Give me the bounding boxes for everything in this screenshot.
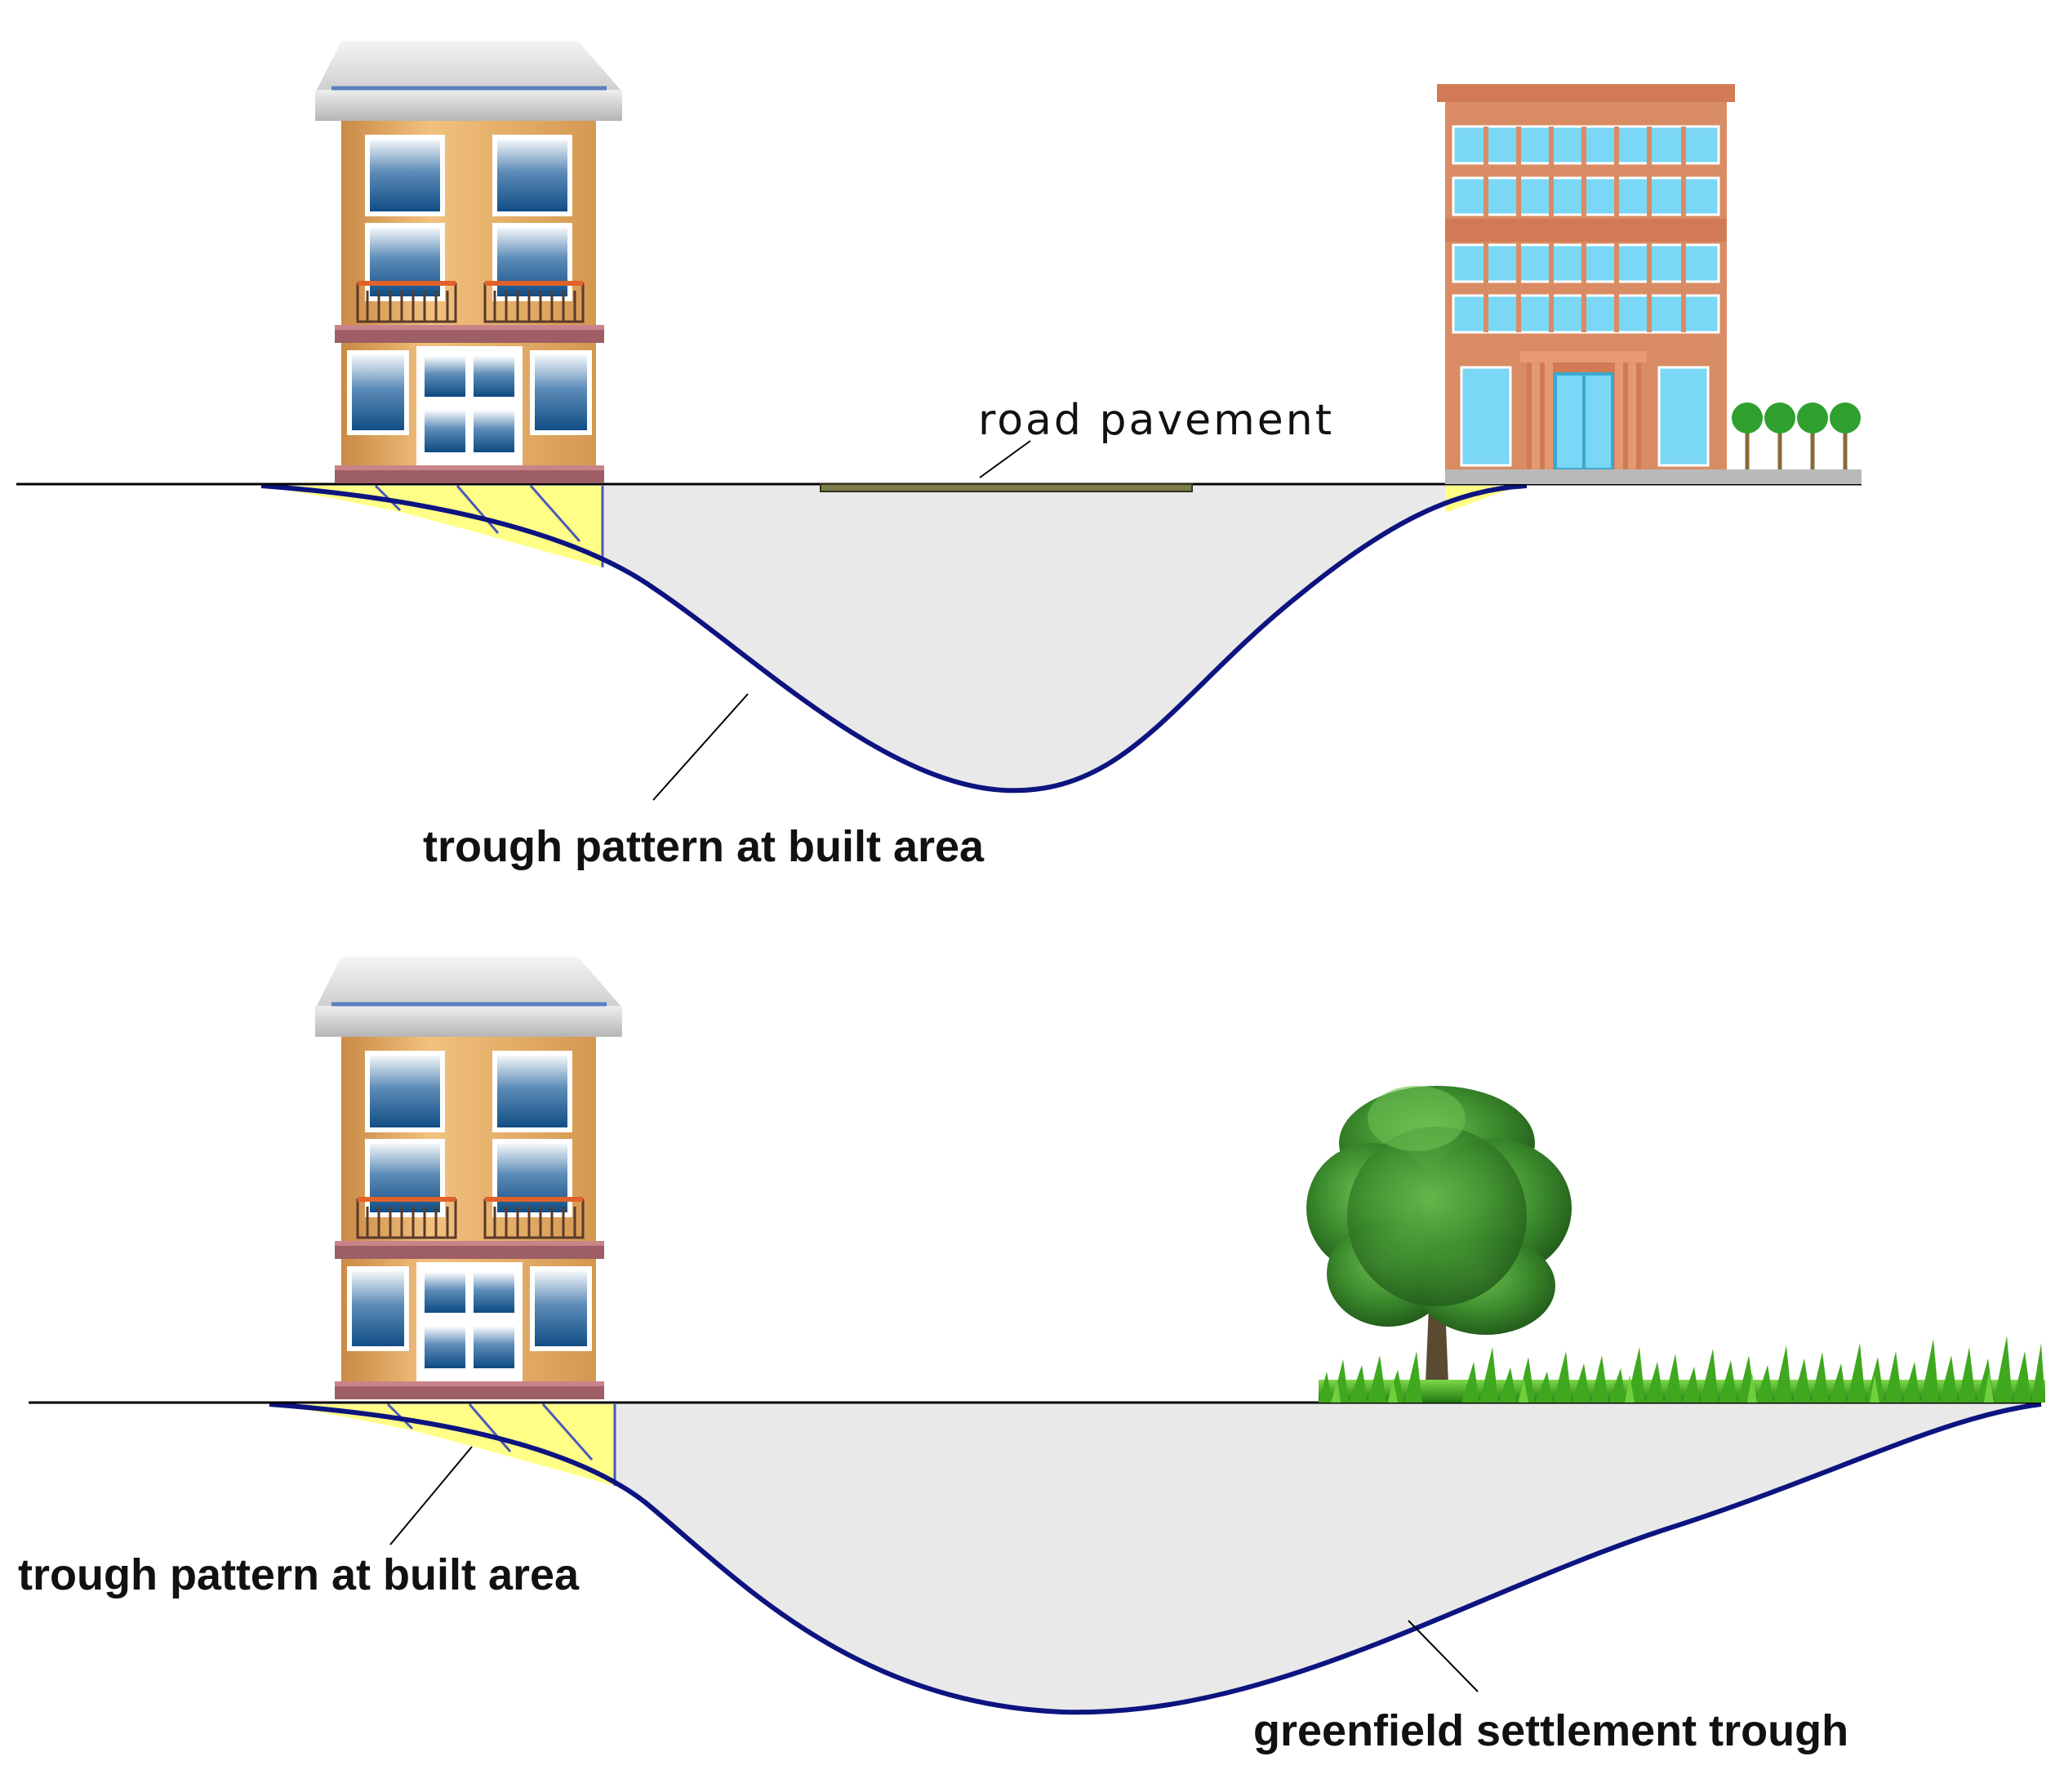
greenfield-tree [1306, 1086, 1572, 1403]
trough-bottom-leader [389, 1446, 473, 1545]
greenfield-trough-label: greenfield settlement trough [1253, 1706, 1848, 1755]
road-pavement-label: road pavement [978, 396, 1334, 445]
greenfield-trough-fill [269, 1404, 2041, 1713]
left-house-foundation-zone [260, 484, 604, 569]
road-pavement [820, 483, 1193, 492]
residential-house-bottom [315, 957, 622, 1399]
greenfield-trough-curve [269, 1402, 2042, 1715]
road-pavement-leader [979, 440, 1031, 478]
grass-strip [1319, 1336, 2045, 1403]
residential-house-top [315, 41, 622, 483]
built-area-trough-curve [260, 483, 1528, 794]
bottom-house-foundation-zone [272, 1403, 616, 1487]
greenfield-leader [1408, 1620, 1479, 1692]
trough-top-leader [652, 693, 749, 801]
bottom-panel: trough pattern at built area greenfield … [18, 957, 2045, 1755]
top-panel: road pavement [16, 41, 1862, 871]
office-building [1437, 84, 1862, 484]
trough-built-area-label-bottom: trough pattern at built area [18, 1550, 580, 1599]
trough-built-area-label-top: trough pattern at built area [423, 822, 985, 871]
built-area-trough-fill [261, 486, 1527, 791]
office-foundation-zone [1445, 486, 1520, 513]
small-trees [1732, 402, 1861, 469]
